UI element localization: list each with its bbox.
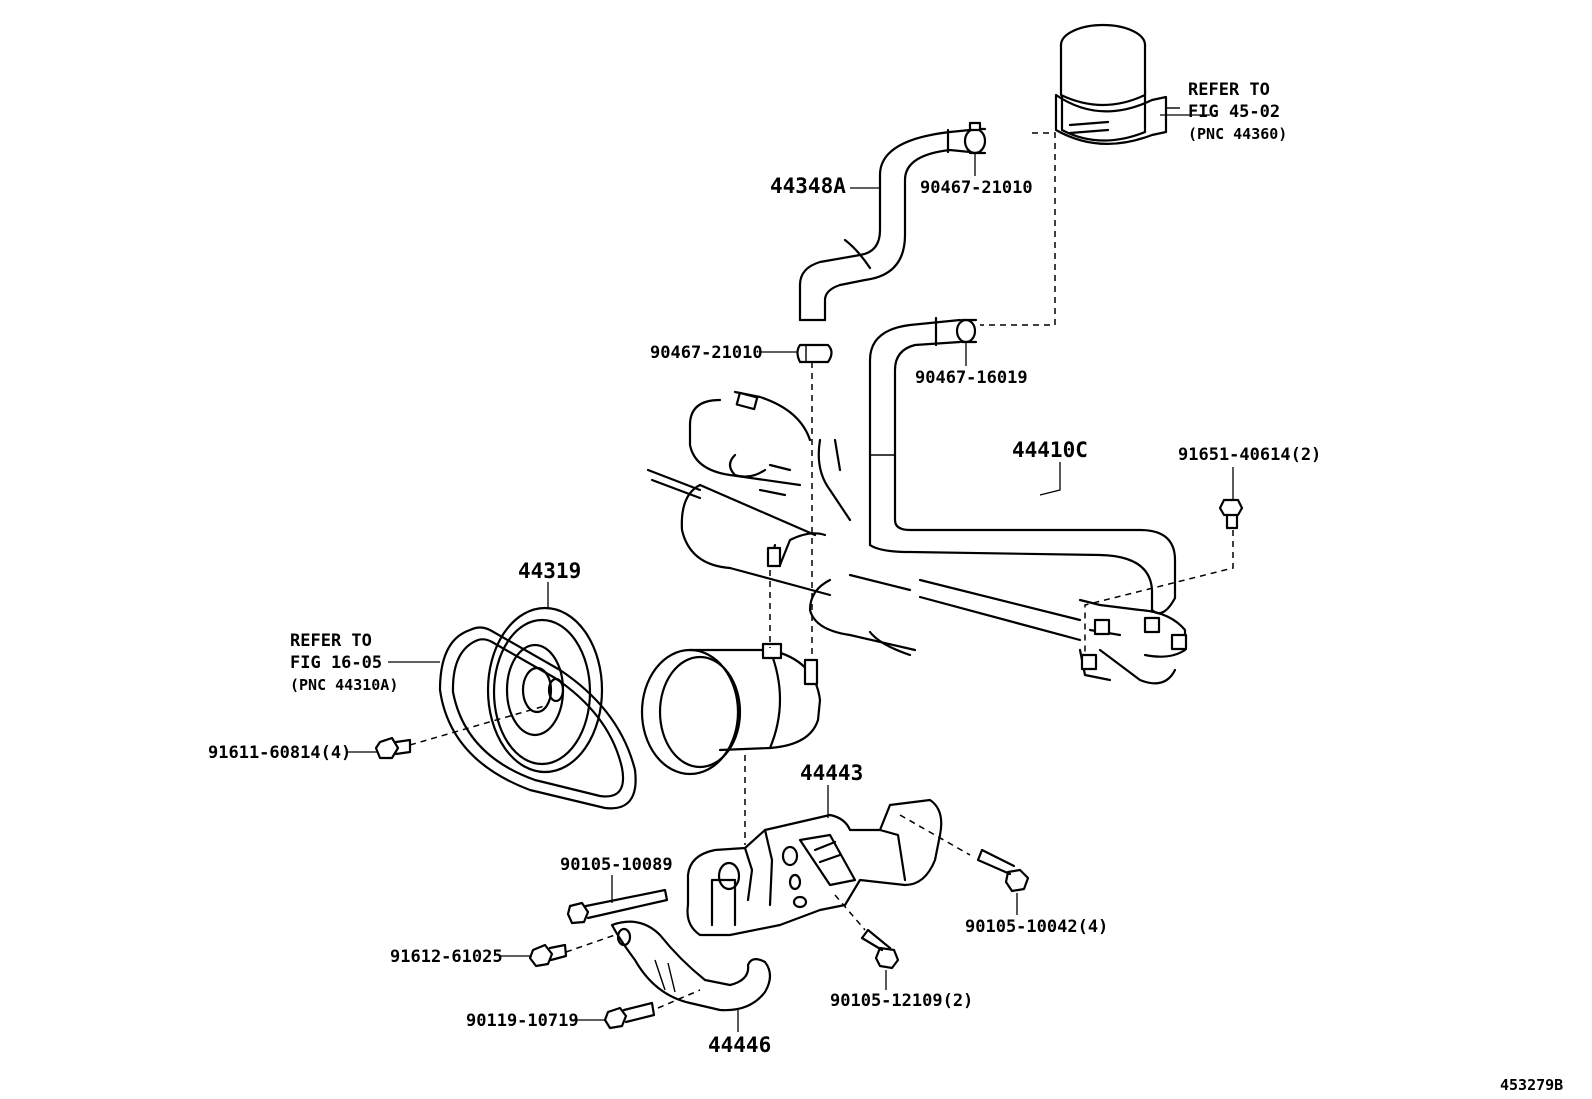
clamp-lower — [955, 318, 978, 344]
label-belt-ref-line3: (PNC 44310A) — [290, 676, 398, 694]
label-tank-ref-line1: REFER TO — [1188, 80, 1270, 100]
bracket-44443 — [686, 798, 943, 937]
v-belt — [438, 626, 637, 810]
bolt-91612-61025 — [528, 943, 568, 968]
hose-44348a — [798, 128, 972, 322]
stay-44446 — [610, 920, 772, 1012]
label-clamp-upper: 90467-21010 — [920, 178, 1033, 198]
bolt-90105-10089 — [566, 888, 669, 925]
hose-44410c — [868, 316, 1177, 615]
steering-gear-assembly — [646, 390, 1188, 685]
label-hose-44348a: 44348A — [770, 174, 846, 198]
label-bolt-90105-10089: 90105-10089 — [560, 855, 673, 875]
label-belt-ref-line1: REFER TO — [290, 631, 372, 651]
figure-id: 453279B — [1500, 1076, 1563, 1094]
label-clamp-lower: 90467-16019 — [915, 368, 1028, 388]
bolt-90105-10042 — [976, 848, 1030, 893]
clamp-mid — [796, 343, 833, 364]
label-tank-ref-line2: FIG 45-02 — [1188, 102, 1280, 122]
part-labels: 44348A 90467-21010 REFER TO FIG 45-02 (P… — [208, 80, 1563, 1094]
bolt-90119-10719 — [603, 1001, 656, 1030]
reservoir-tank — [1054, 23, 1180, 145]
label-tank-ref-line3: (PNC 44360) — [1188, 125, 1287, 143]
bolt-91611-60814 — [374, 736, 412, 760]
label-hose-44410c: 44410C — [1012, 438, 1088, 462]
label-bolt-90105-12109: 90105-12109(2) — [830, 991, 973, 1011]
label-stay-44446: 44446 — [708, 1033, 771, 1057]
bolt-91651-40614 — [1218, 498, 1244, 530]
label-bolt-90119: 90119-10719 — [466, 1011, 579, 1031]
label-belt-ref-line2: FIG 16-05 — [290, 653, 382, 673]
assembly-dashed-lines — [409, 132, 1234, 1009]
label-bolt-90105-10042: 90105-10042(4) — [965, 917, 1108, 937]
label-pulley-44319: 44319 — [518, 559, 581, 583]
clamp-upper — [963, 121, 987, 155]
vane-pump — [640, 642, 822, 776]
label-bracket-44443: 44443 — [800, 761, 863, 785]
leader-lines — [347, 114, 1234, 1032]
label-bolt-91611: 91611-60814(4) — [208, 743, 351, 763]
label-bolt-91612: 91612-61025 — [390, 947, 503, 967]
label-bolt-91651: 91651-40614(2) — [1178, 445, 1321, 465]
bolt-90105-12109 — [860, 928, 900, 970]
label-clamp-mid: 90467-21010 — [650, 343, 763, 363]
pulley-44319 — [486, 606, 604, 774]
